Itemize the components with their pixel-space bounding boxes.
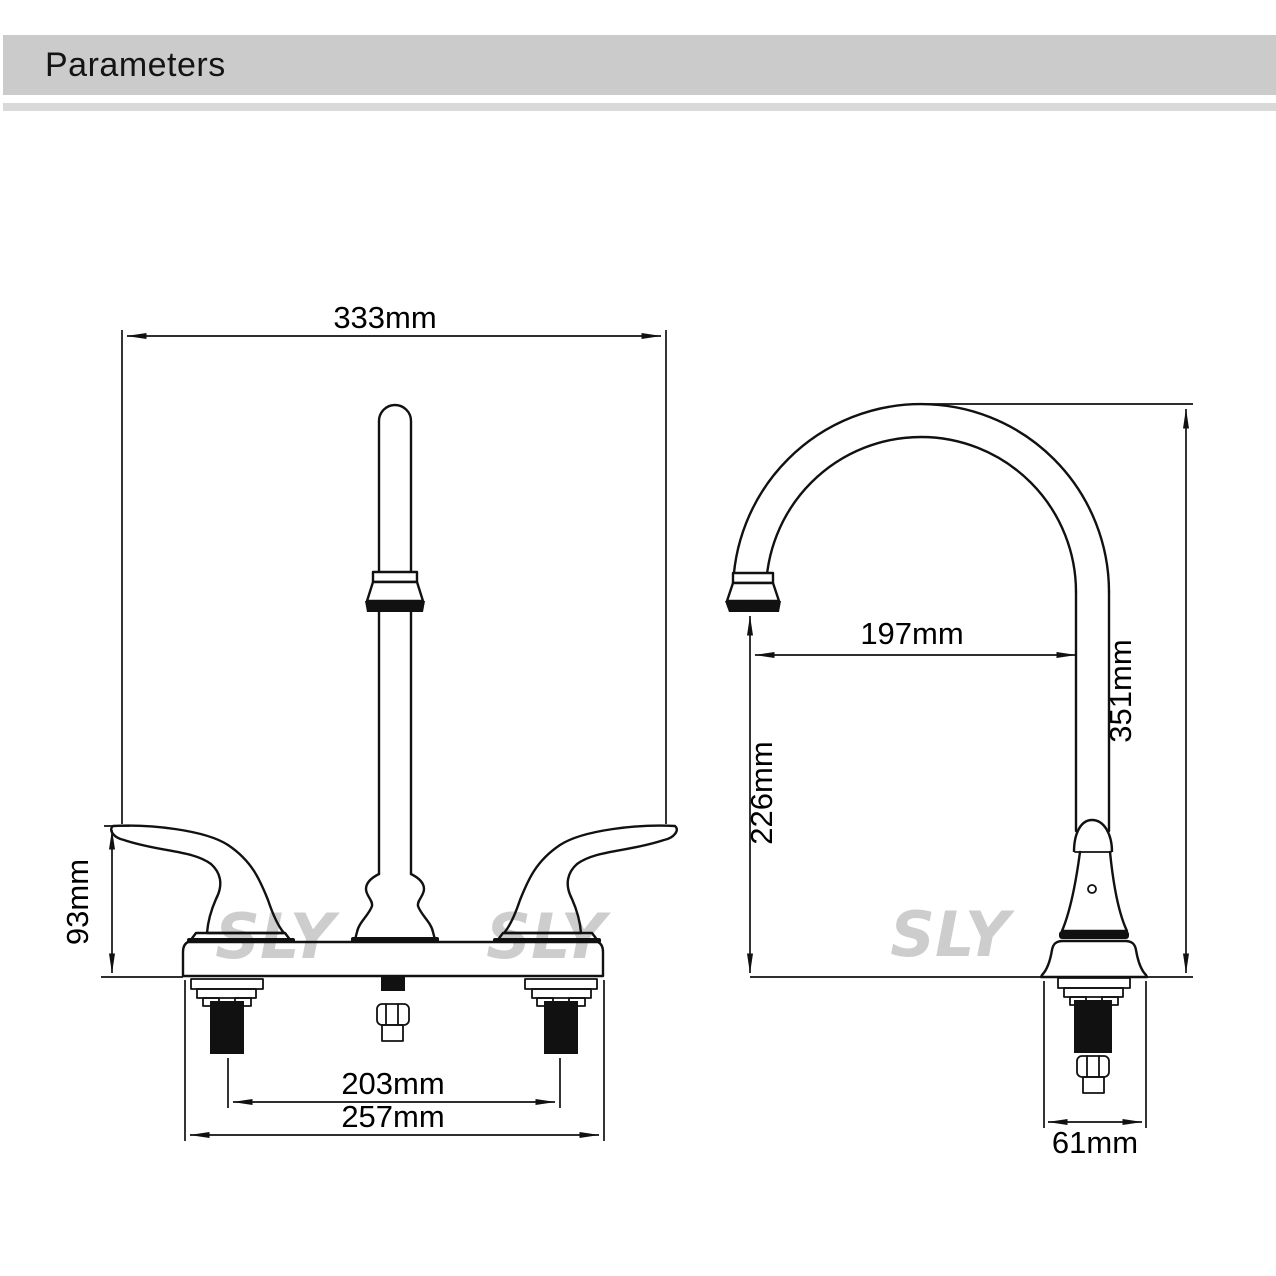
gooseneck-inner-arc <box>764 435 1078 594</box>
header-bar: Parameters <box>3 35 1276 95</box>
watermark-logo: SLY <box>486 900 612 973</box>
shank-left-flange <box>190 978 264 990</box>
page-title: Parameters <box>45 45 226 84</box>
spout-tube <box>377 403 413 876</box>
watermarks: SLY SLY SLY <box>215 898 1016 973</box>
dim-overall-height: 351mm <box>920 403 1193 974</box>
dim-outlet-height: 226mm <box>744 615 779 974</box>
aerator <box>365 570 425 612</box>
handle-right-lever <box>502 824 678 935</box>
dim-deck-width: 257mm <box>184 980 605 1141</box>
dim-label-hole-spacing: 203mm <box>341 1066 444 1101</box>
dim-label-base-width: 61mm <box>1052 1125 1138 1160</box>
dim-handle-height: 93mm <box>60 825 183 978</box>
aerator-ring <box>371 570 419 584</box>
shank-right-thread <box>544 1001 578 1054</box>
watermark-logo: SLY <box>215 900 341 973</box>
nozzle-tip <box>725 601 781 612</box>
dim-overall-width: 333mm <box>121 300 667 824</box>
side-hex-nut <box>1076 1055 1110 1078</box>
dim-label-deck-width: 257mm <box>341 1099 444 1134</box>
aerator-cone <box>365 580 425 603</box>
handle-left-lever <box>110 824 286 935</box>
shank-left-thread <box>210 1001 244 1054</box>
shank-right-flange <box>524 978 598 990</box>
nozzle <box>725 571 781 612</box>
side-view: 197mm 226mm 351mm 61mm <box>725 402 1193 1160</box>
dim-label-overall-height: 351mm <box>1103 639 1138 742</box>
aerator-tip <box>365 601 425 612</box>
shank-left <box>190 978 264 1054</box>
shank-right-bracket <box>531 988 592 999</box>
dim-spout-reach: 197mm <box>754 616 1077 658</box>
dim-hole-spacing: 203mm <box>227 1058 561 1108</box>
spout-base <box>353 872 437 943</box>
dim-label-spout-reach: 197mm <box>860 616 963 651</box>
body-dome <box>1072 818 1114 853</box>
watermark-logo: SLY <box>890 898 1016 971</box>
shank-left-bracket <box>196 988 257 999</box>
nozzle-cone <box>725 581 781 603</box>
dim-label-overall-width: 333mm <box>333 300 436 335</box>
header-sub-strip <box>3 103 1276 111</box>
shank-side-thread <box>1074 1000 1112 1053</box>
dim-base-width: 61mm <box>1043 981 1147 1160</box>
dim-label-outlet-height: 226mm <box>744 741 779 844</box>
body-joint-ring <box>1059 931 1129 939</box>
side-outlet-tail <box>1082 1076 1105 1094</box>
shank-right <box>524 978 598 1054</box>
deck <box>181 940 605 978</box>
body-base-flare <box>1039 939 1149 979</box>
gooseneck-outer-arc <box>731 402 1111 594</box>
nozzle-ring <box>731 571 775 585</box>
center-plug <box>381 977 405 991</box>
shank-side <box>1057 977 1131 1094</box>
center-hex-nut <box>376 1003 410 1026</box>
shank-side-flange <box>1057 977 1131 989</box>
set-screw-hole <box>1087 884 1097 894</box>
center-outlet <box>376 977 410 1042</box>
dim-label-handle-height: 93mm <box>60 859 95 945</box>
center-outlet-tail <box>381 1024 404 1042</box>
shank-side-bracket <box>1063 987 1124 998</box>
front-view: 333mm 93mm 203mm 257mm <box>60 300 678 1141</box>
